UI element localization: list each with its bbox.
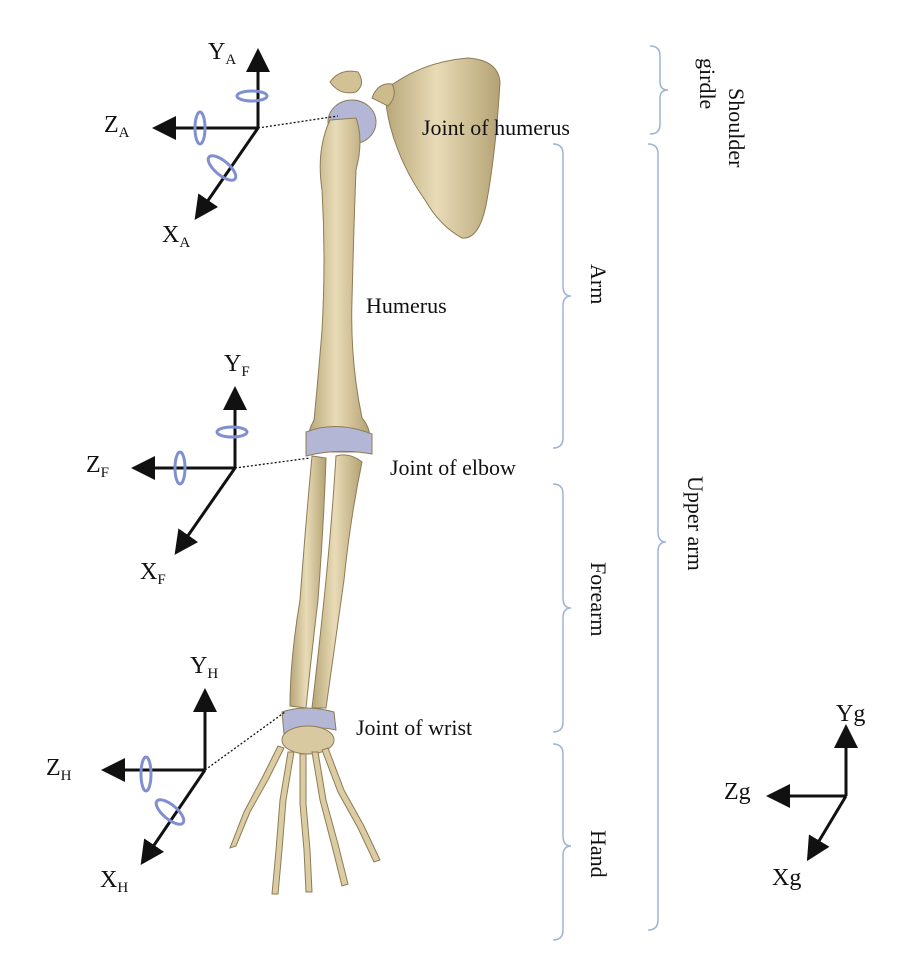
label-girdle: girdle xyxy=(694,58,720,109)
label-x-h: XH xyxy=(100,868,128,896)
bracket-arm xyxy=(553,144,571,448)
scapula xyxy=(385,58,500,238)
label-x-g: Xg xyxy=(772,866,801,890)
coracoid xyxy=(372,84,394,106)
segment-brackets xyxy=(553,46,668,940)
acromion xyxy=(330,71,362,93)
label-x-a: XA xyxy=(162,223,190,251)
label-z-g: Zg xyxy=(724,780,751,804)
elbow-cartilage xyxy=(306,426,372,456)
label-y-f: YF xyxy=(224,352,250,380)
axis-x-g xyxy=(810,796,846,856)
label-humerus: Humerus xyxy=(366,293,447,319)
label-hand: Hand xyxy=(585,830,611,878)
label-z-f: ZF xyxy=(86,453,109,481)
label-x-f: XF xyxy=(140,560,166,588)
rotation-y-f xyxy=(217,427,247,437)
rotation-y-a xyxy=(237,91,267,101)
bracket-forearm xyxy=(553,484,571,732)
bracket-hand xyxy=(553,744,571,940)
axis-x-h xyxy=(144,770,205,860)
humerus-bone xyxy=(308,118,370,452)
connector-humerus xyxy=(258,116,338,128)
rotation-z-h xyxy=(141,757,151,791)
bracket-shoulder-girdle xyxy=(650,46,668,134)
label-forearm: Forearm xyxy=(585,562,611,637)
coordinate-frame-h xyxy=(107,694,205,860)
label-y-a: YA xyxy=(208,40,236,68)
coordinate-frame-global xyxy=(772,730,846,856)
label-z-a: ZA xyxy=(104,113,130,141)
axis-x-f xyxy=(178,468,235,550)
label-y-h: YH xyxy=(190,654,218,682)
label-y-g: Yg xyxy=(836,702,865,726)
label-arm: Arm xyxy=(585,264,611,304)
axis-x-a xyxy=(198,128,258,215)
coordinate-frame-a xyxy=(158,54,267,215)
label-joint-wrist: Joint of wrist xyxy=(356,715,472,741)
label-z-h: ZH xyxy=(46,756,72,784)
label-shoulder: Shoulder xyxy=(723,88,749,167)
label-joint-elbow: Joint of elbow xyxy=(390,455,516,481)
coordinate-frame-f xyxy=(137,392,247,550)
connector-elbow xyxy=(235,458,310,468)
label-upper-arm: Upper arm xyxy=(682,476,708,571)
label-joint-humerus: Joint of humerus xyxy=(422,115,570,141)
bracket-upper-arm xyxy=(648,144,666,930)
finger-bones xyxy=(230,746,380,894)
